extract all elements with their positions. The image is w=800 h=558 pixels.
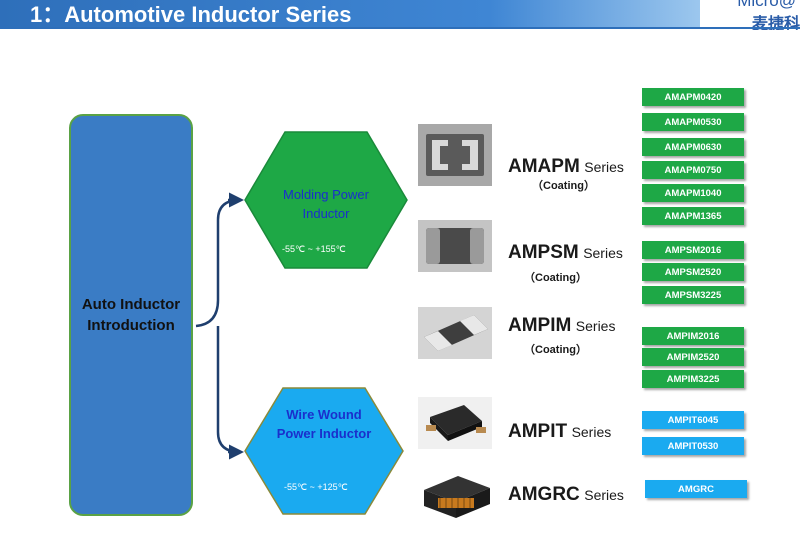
part-ampit0530: AMPIT0530 — [642, 437, 744, 455]
part-ampit6045: AMPIT6045 — [642, 411, 744, 429]
series-code: AMPIT — [508, 421, 568, 442]
part-ampsm3225: AMPSM3225 — [642, 286, 744, 304]
series-code: AMPSM — [508, 242, 579, 263]
series-code: AMAPM — [508, 156, 580, 177]
part-ampim2520: AMPIM2520 — [642, 348, 744, 366]
coating-note-ampsm: （Coating） — [524, 272, 587, 284]
series-ampim: AMPIM Series — [508, 315, 615, 337]
intro-label: Auto Inductor Introduction — [81, 296, 181, 334]
molding-label: Molding Power Inductor — [283, 187, 369, 221]
auto-inductor-intro-box: Auto Inductor Introduction — [69, 114, 193, 516]
series-ampit: AMPIT Series — [508, 421, 611, 443]
wire-wound-hexagon — [244, 387, 404, 515]
part-amapm1040: AMAPM1040 — [642, 184, 744, 202]
amgrc-photo — [418, 470, 494, 524]
header-rule — [0, 27, 800, 29]
part-ampim3225: AMPIM3225 — [642, 370, 744, 388]
part-amapm0750: AMAPM0750 — [642, 161, 744, 179]
part-amapm0420: AMAPM0420 — [642, 88, 744, 106]
ampit-photo — [418, 397, 492, 449]
series-word: Series — [583, 245, 623, 261]
series-amgrc: AMGRC Series — [508, 484, 624, 506]
bracket-line — [195, 198, 241, 454]
company-logo: Micro@ 麦捷科 — [718, 0, 800, 30]
logo-top-text: Micro@ — [737, 0, 796, 10]
header-bar: 1：Automotive Inductor Series — [0, 0, 700, 27]
part-amgrc: AMGRC — [645, 480, 747, 498]
series-word: Series — [571, 424, 612, 440]
part-amapm1365: AMAPM1365 — [642, 207, 744, 225]
part-ampsm2016: AMPSM2016 — [642, 241, 744, 259]
molding-hexagon — [244, 131, 408, 269]
page-title: 1：Automotive Inductor Series — [30, 2, 352, 27]
wire-wound-label: Wire Wound Power Inductor — [276, 407, 372, 441]
series-word: Series — [575, 318, 616, 334]
series-word: Series — [584, 487, 624, 503]
coating-note-ampim: （Coating） — [524, 344, 587, 356]
series-ampsm: AMPSM Series — [508, 242, 623, 264]
ampsm-photo — [418, 220, 492, 272]
part-amapm0630: AMAPM0630 — [642, 138, 744, 156]
series-amapm: AMAPM Series — [508, 156, 624, 178]
wire-wound-temp: -55℃ ~ +125℃ — [284, 482, 348, 492]
molding-temp: -55℃ ~ +155℃ — [282, 244, 346, 254]
series-code: AMGRC — [508, 484, 580, 505]
series-code: AMPIM — [508, 315, 572, 336]
amapm-photo — [418, 124, 492, 186]
part-ampsm2520: AMPSM2520 — [642, 263, 744, 281]
ampim-photo — [418, 307, 492, 359]
series-word: Series — [584, 159, 624, 175]
coating-note-amapm: （Coating） — [532, 180, 595, 192]
logo-bottom-text: 麦捷科 — [751, 14, 800, 30]
part-amapm0530: AMAPM0530 — [642, 113, 744, 131]
part-ampim2016: AMPIM2016 — [642, 327, 744, 345]
